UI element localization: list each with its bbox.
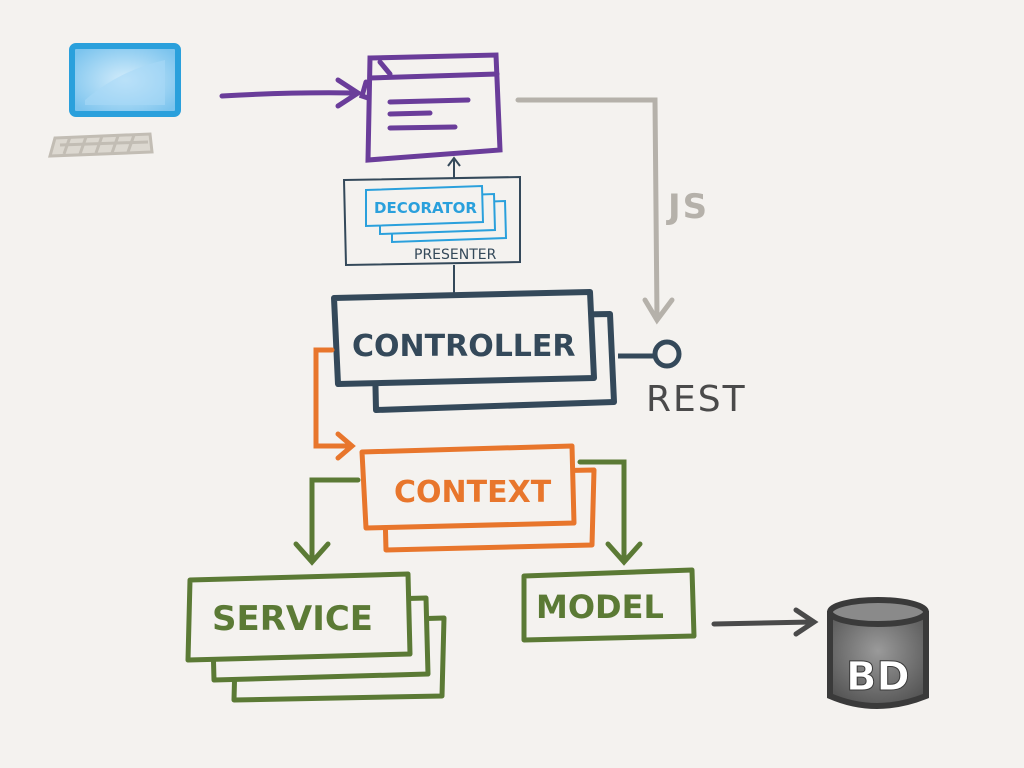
service-box [185,571,447,703]
controller-label: CONTROLLER [352,329,576,364]
arrow-context-to-model [577,459,643,566]
rest-label: REST [646,379,747,420]
presenter-label: PRESENTER [414,247,497,263]
computer-icon [48,43,181,158]
browser-window-icon [358,52,503,163]
context-box [359,443,597,553]
context-label: CONTEXT [394,475,552,510]
rest-endpoint-icon [618,339,682,369]
model-box [521,567,697,643]
arrow-context-to-service [293,477,361,566]
decorator-stack [365,184,508,244]
monitor-screen-shine [85,60,165,105]
presenter-box: DECORATOR PRESENTER [342,175,521,267]
arrow-computer-to-browser [219,77,363,109]
db-label: BD [846,654,910,700]
arrow-js [515,97,675,325]
arrow-presenter-to-browser [447,156,461,178]
keyboard-icon [48,132,154,158]
decorator-label: DECORATOR [374,199,477,217]
database-icon [827,597,929,709]
service-label: SERVICE [212,599,373,639]
arrow-model-to-db [711,607,819,637]
controller-box [331,289,617,413]
js-label: JS [666,187,709,227]
model-label: MODEL [536,588,664,626]
arrow-controller-to-context [313,347,356,461]
